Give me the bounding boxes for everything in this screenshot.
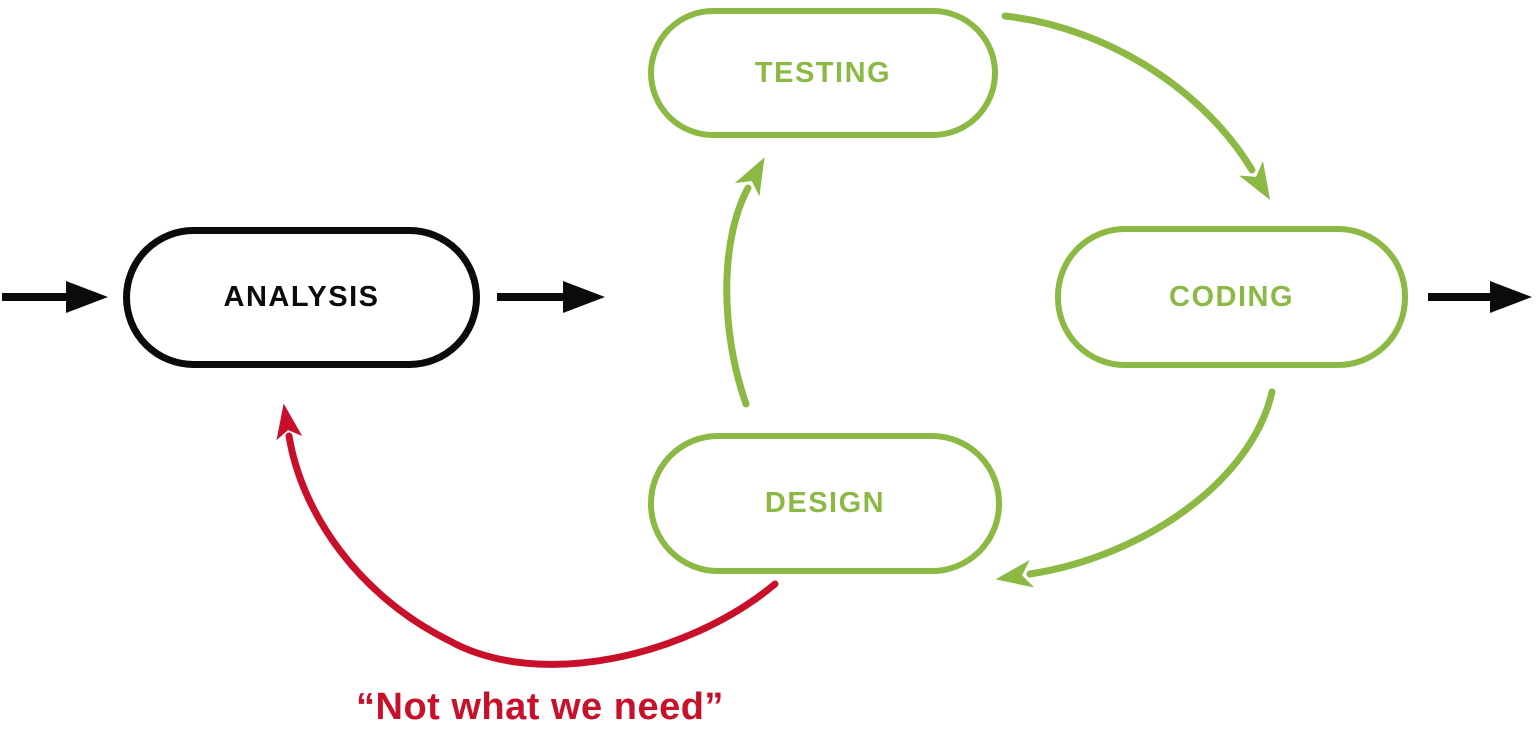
node-coding: CODING [1055,226,1408,368]
arrow-coding-to-design [995,388,1276,588]
node-testing: TESTING [648,8,998,138]
node-analysis-label: ANALYSIS [223,281,380,313]
node-analysis: ANALYSIS [123,227,480,368]
arrow-design-to-testing [723,157,765,408]
arrow-testing-to-coding [1001,12,1271,200]
node-coding-label: CODING [1169,280,1294,313]
arrow-design-to-analysis [276,403,779,668]
node-testing-label: TESTING [754,56,892,89]
node-design-label: DESIGN [764,487,886,519]
node-design: DESIGN [648,433,1002,574]
feedback-quote: “Not what we need” [356,686,724,728]
